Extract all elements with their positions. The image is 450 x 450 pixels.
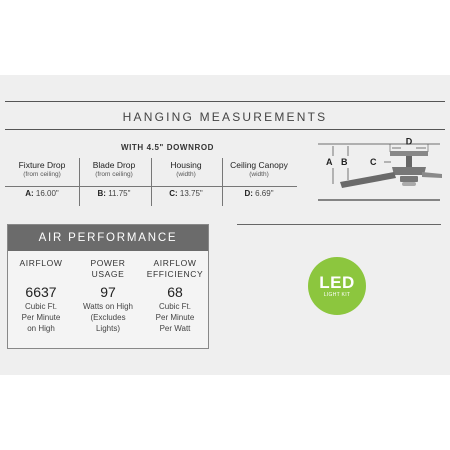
stat-unit: on High <box>27 324 55 333</box>
label-d: D <box>406 137 413 147</box>
stat-airflow-efficiency: AIRFLOW EFFICIENCY 68 Cubic Ft. Per Minu… <box>142 258 208 334</box>
label-a: A <box>326 157 333 167</box>
column-divider <box>79 158 80 206</box>
stat-value: 68 <box>167 284 183 300</box>
measure-key: B: <box>97 189 106 198</box>
led-badge-subtitle: LIGHT KIT <box>323 292 351 298</box>
measure-key: A: <box>25 189 34 198</box>
title-rule <box>5 129 445 130</box>
stat-unit: Per Minute <box>21 313 61 322</box>
measure-value: 11.75" <box>108 189 131 198</box>
stat-unit: Per Watt <box>159 324 191 333</box>
measure-value-row: D: 6.69" <box>222 189 296 199</box>
section-title: HANGING MEASUREMENTS <box>122 110 328 124</box>
measure-heading: Housing <box>170 160 202 170</box>
measure-key: C: <box>169 189 178 198</box>
light-kit <box>400 176 418 182</box>
measure-heading: Ceiling Canopy <box>230 160 288 170</box>
stat-value: 97 <box>100 284 116 300</box>
stat-value: 6637 <box>25 284 57 300</box>
stat-unit: (Excludes <box>90 313 126 322</box>
air-performance-title: AIR PERFORMANCE <box>8 225 208 251</box>
measure-value: 16.00" <box>35 189 59 198</box>
column-divider <box>151 158 152 206</box>
stat-label: USAGE <box>91 269 125 279</box>
fan-blade-right <box>422 172 442 178</box>
measure-ceiling-canopy: Ceiling Canopy (width) D: 6.69" <box>222 160 296 199</box>
downrod-label: WITH 4.5" DOWNROD <box>120 143 215 152</box>
label-c: C <box>370 157 377 167</box>
motor-housing <box>392 167 426 175</box>
label-b: B <box>341 157 348 167</box>
downrod <box>406 156 412 167</box>
measure-value-row: A: 16.00" <box>5 189 79 199</box>
measure-sub: (width) <box>176 171 196 178</box>
stat-unit: Per Minute <box>155 313 195 322</box>
measure-sub: (from ceiling) <box>23 171 61 178</box>
stat-power-usage: POWER USAGE 97 Watts on High (Excludes L… <box>75 258 141 334</box>
right-divider-rule <box>237 224 441 225</box>
measure-heading: Blade Drop <box>92 160 136 170</box>
stat-label: EFFICIENCY <box>146 269 204 279</box>
label-a-bg <box>326 156 340 168</box>
stat-airflow: AIRFLOW 6637 Cubic Ft. Per Minute on Hig… <box>8 258 74 334</box>
measure-value-row: B: 11.75" <box>77 189 151 199</box>
measure-value-row: C: 13.75" <box>149 189 223 199</box>
table-row-divider <box>5 186 297 187</box>
ceiling-canopy <box>390 151 428 156</box>
measure-fixture-drop: Fixture Drop (from ceiling) A: 16.00" <box>5 160 79 199</box>
fan-dimension-diagram: D C A B <box>318 137 442 201</box>
air-performance-box: AIR PERFORMANCE AIRFLOW 6637 Cubic Ft. P… <box>7 224 209 349</box>
measure-heading: Fixture Drop <box>18 160 66 170</box>
led-badge-title: LED <box>319 273 355 292</box>
stat-label: AIRFLOW <box>153 258 197 268</box>
led-light-kit-badge: LED LIGHT KIT <box>308 257 366 315</box>
measure-sub: (from ceiling) <box>95 171 133 178</box>
light-bulb <box>402 182 416 186</box>
measure-housing: Housing (width) C: 13.75" <box>149 160 223 199</box>
stat-unit: Cubic Ft. <box>24 302 57 311</box>
measure-value: 13.75" <box>179 189 203 198</box>
measure-value: 6.69" <box>255 189 274 198</box>
measure-key: D: <box>244 189 253 198</box>
label-b-bg <box>341 156 355 168</box>
stat-label: AIRFLOW <box>19 258 63 268</box>
measure-blade-drop: Blade Drop (from ceiling) B: 11.75" <box>77 160 151 199</box>
column-divider <box>222 158 223 206</box>
stat-unit: Cubic Ft. <box>158 302 191 311</box>
stat-unit: Lights) <box>95 324 120 333</box>
measure-sub: (width) <box>249 171 269 178</box>
stat-unit: Watts on High <box>83 302 133 311</box>
fan-blade <box>340 172 396 188</box>
stat-label: POWER <box>90 258 126 268</box>
top-rule <box>5 101 445 102</box>
